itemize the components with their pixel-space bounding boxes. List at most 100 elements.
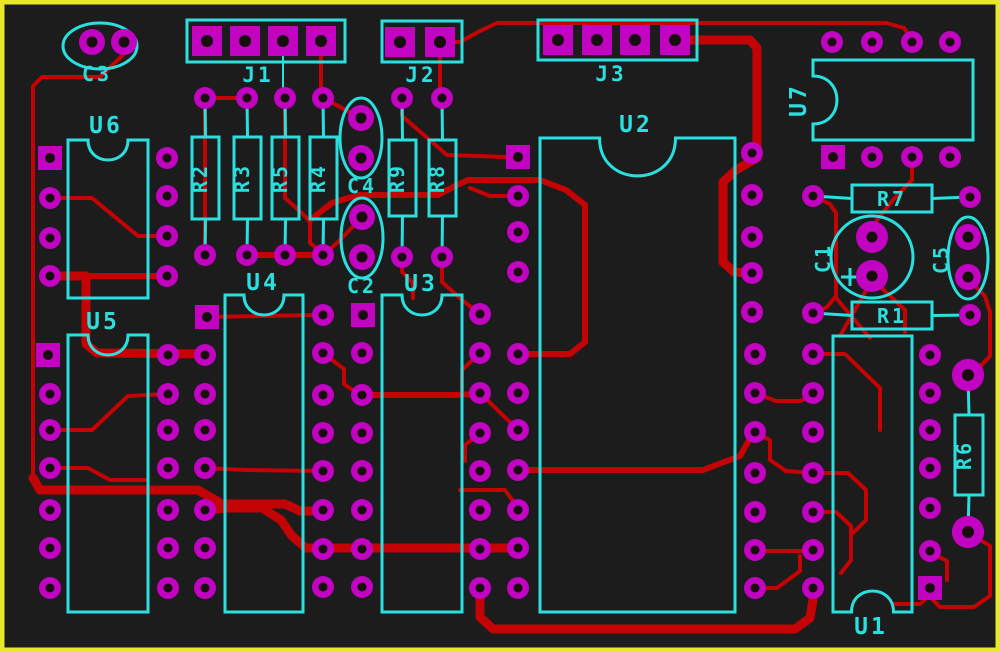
drill-hole [45, 193, 55, 203]
trace[interactable] [203, 466, 325, 473]
drill-hole [200, 583, 210, 593]
drill-hole [200, 543, 210, 553]
trace[interactable] [928, 530, 992, 609]
drill-hole [45, 271, 55, 281]
drill-hole [318, 250, 328, 260]
capacitor-outline-C4[interactable] [338, 96, 384, 180]
refdes-label-R8: R8 [425, 163, 449, 193]
drill-hole [45, 425, 55, 435]
trace[interactable] [48, 466, 148, 482]
trace[interactable] [200, 503, 521, 553]
drill-hole [750, 388, 760, 398]
trace[interactable] [440, 255, 482, 316]
drill-hole [669, 34, 681, 46]
drill-hole [965, 192, 975, 202]
trace[interactable] [48, 196, 169, 238]
ic-outline-U3[interactable] [380, 293, 464, 614]
drill-hole [513, 583, 523, 593]
drill-hole [750, 468, 760, 478]
ic-outline-U4[interactable] [223, 293, 305, 614]
drill-hole [513, 191, 523, 201]
trace[interactable] [718, 153, 762, 278]
drill-hole [925, 463, 935, 473]
drill-hole [475, 505, 485, 515]
drill-hole [434, 36, 446, 48]
drill-hole [162, 271, 172, 281]
drill-hole [357, 428, 367, 438]
drill-hole [280, 93, 290, 103]
ic-outline-U7[interactable] [811, 58, 975, 142]
capacitor-C3[interactable] [61, 21, 139, 71]
trace[interactable] [475, 583, 818, 634]
drill-hole [475, 544, 485, 554]
connector-outline-J3[interactable] [536, 18, 699, 62]
drill-hole [750, 507, 760, 517]
drill-hole [45, 153, 55, 163]
trace[interactable] [811, 510, 853, 575]
drill-hole [315, 35, 327, 47]
drill-hole [394, 36, 406, 48]
trace[interactable] [45, 271, 208, 359]
trace[interactable] [515, 432, 755, 473]
trace[interactable] [283, 102, 323, 254]
refdes-label-U6: U6 [89, 113, 123, 139]
silkscreen-layer [61, 18, 990, 614]
trace[interactable] [670, 35, 762, 155]
drill-hole [925, 388, 935, 398]
refdes-label-R3: R3 [230, 163, 254, 193]
drill-hole [163, 425, 173, 435]
trace[interactable] [28, 473, 326, 516]
refdes-label-J1: J1 [242, 63, 273, 87]
trace[interactable] [400, 102, 520, 159]
ic-outline-U5[interactable] [66, 333, 150, 614]
trace[interactable] [753, 431, 815, 475]
trace[interactable] [870, 277, 907, 334]
drill-hole [808, 545, 818, 555]
drill-hole [867, 37, 877, 47]
drill-hole [280, 250, 290, 260]
refdes-label-U5: U5 [86, 309, 120, 335]
drill-hole [747, 268, 757, 278]
trace[interactable] [811, 471, 868, 536]
ic-outline-U6[interactable] [66, 138, 150, 300]
drill-hole [45, 463, 55, 473]
drill-hole [239, 35, 251, 47]
ic-outline-U1[interactable] [831, 334, 914, 614]
drill-hole [45, 543, 55, 553]
refdes-label-R2: R2 [188, 163, 212, 193]
drill-hole [591, 34, 603, 46]
refdes-label-R5: R5 [268, 163, 292, 193]
drill-hole [808, 583, 818, 593]
connector-outline-J1[interactable] [185, 18, 347, 64]
drill-hole [242, 93, 252, 103]
trace[interactable] [307, 177, 588, 357]
drill-hole [747, 148, 757, 158]
capacitor-outline-C2[interactable] [339, 196, 385, 280]
drill-hole [355, 112, 367, 124]
capacitor-outline-C5[interactable] [946, 215, 990, 301]
capacitor-C4[interactable] [338, 96, 384, 180]
drill-hole [357, 544, 367, 554]
capacitor-C1[interactable] [829, 214, 915, 300]
connector-outline-J2[interactable] [380, 19, 464, 64]
drill-hole [808, 191, 818, 201]
trace[interactable] [321, 351, 362, 397]
drill-hole [475, 428, 485, 438]
refdes-label-J3: J3 [595, 62, 626, 86]
drill-hole [45, 389, 55, 399]
drill-hole [513, 152, 523, 162]
drill-hole [318, 582, 328, 592]
ic-outline-U2[interactable] [538, 136, 737, 614]
drill-hole [200, 350, 210, 360]
capacitor-C2[interactable] [339, 196, 385, 280]
capacitor-outline-C3[interactable] [61, 21, 139, 71]
drill-hole [750, 545, 760, 555]
drill-hole [162, 231, 172, 241]
capacitor-outline-C1[interactable] [829, 214, 915, 300]
drill-hole [45, 583, 55, 593]
drill-hole [945, 152, 955, 162]
capacitor-C5[interactable] [946, 215, 990, 301]
trace[interactable] [811, 352, 882, 432]
trace[interactable] [811, 194, 838, 315]
trace[interactable] [438, 21, 914, 44]
